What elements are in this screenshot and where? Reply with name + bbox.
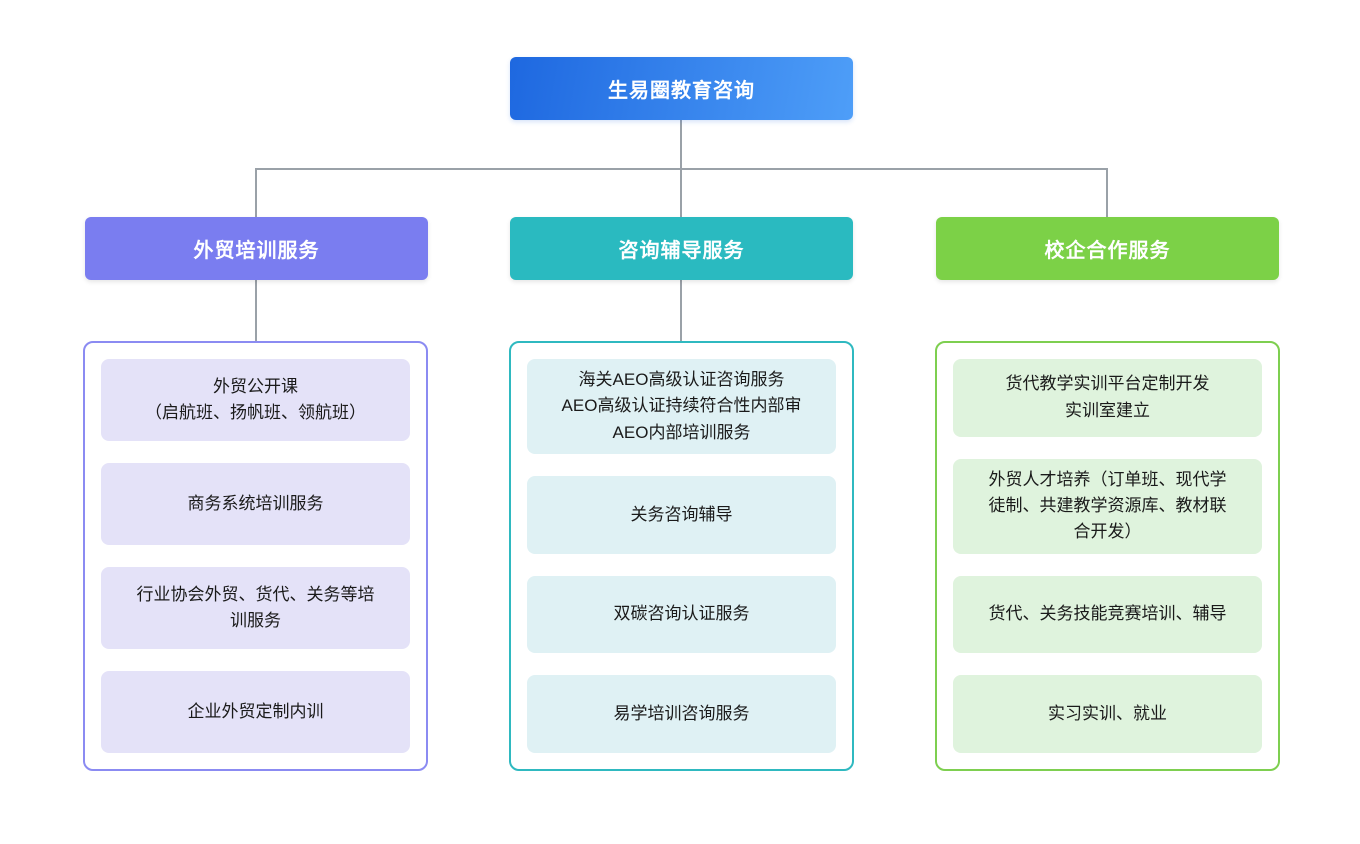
service-item: 实习实训、就业 (953, 675, 1262, 753)
branch-header-school-enterprise-cooperation: 校企合作服务 (936, 217, 1279, 280)
branch-container-school-enterprise-cooperation: 货代教学实训平台定制开发 实训室建立 外贸人才培养（订单班、现代学 徒制、共建教… (935, 341, 1280, 771)
service-item: 外贸公开课 （启航班、扬帆班、领航班） (101, 359, 410, 441)
branch-header-label: 校企合作服务 (1044, 240, 1171, 262)
connector-horizontal-bus (255, 168, 1108, 170)
branch-header-consulting-coaching: 咨询辅导服务 (510, 217, 853, 280)
connector-drop-left-branch (255, 168, 257, 217)
service-item: 企业外贸定制内训 (101, 671, 410, 753)
service-item: 易学培训咨询服务 (527, 675, 836, 753)
service-item: 货代、关务技能竞赛培训、辅导 (953, 575, 1262, 654)
service-item: 双碳咨询认证服务 (527, 575, 836, 654)
service-item: 关务咨询辅导 (527, 476, 836, 554)
service-item: 外贸人才培养（订单班、现代学 徒制、共建教学资源库、教材联 合开发） (953, 458, 1262, 554)
service-item: 货代教学实训平台定制开发 实训室建立 (953, 359, 1262, 437)
connector-center-header-to-container (680, 280, 682, 341)
root-node: 生易圈教育咨询 (510, 57, 853, 120)
root-node-label: 生易圈教育咨询 (608, 80, 755, 102)
branch-header-label: 外贸培训服务 (193, 240, 320, 262)
branch-container-foreign-trade-training: 外贸公开课 （启航班、扬帆班、领航班） 商务系统培训服务 行业协会外贸、货代、关… (83, 341, 428, 771)
branch-header-foreign-trade-training: 外贸培训服务 (85, 217, 428, 280)
branch-header-label: 咨询辅导服务 (618, 240, 745, 262)
service-item: 商务系统培训服务 (101, 463, 410, 545)
service-item: 海关AEO高级认证咨询服务 AEO高级认证持续符合性内部审 AEO内部培训服务 (527, 359, 836, 455)
connector-left-header-to-container (255, 280, 257, 341)
connector-drop-right-branch (1106, 168, 1108, 217)
service-item: 行业协会外贸、货代、关务等培 训服务 (101, 567, 410, 649)
branch-container-consulting-coaching: 海关AEO高级认证咨询服务 AEO高级认证持续符合性内部审 AEO内部培训服务 … (509, 341, 854, 771)
